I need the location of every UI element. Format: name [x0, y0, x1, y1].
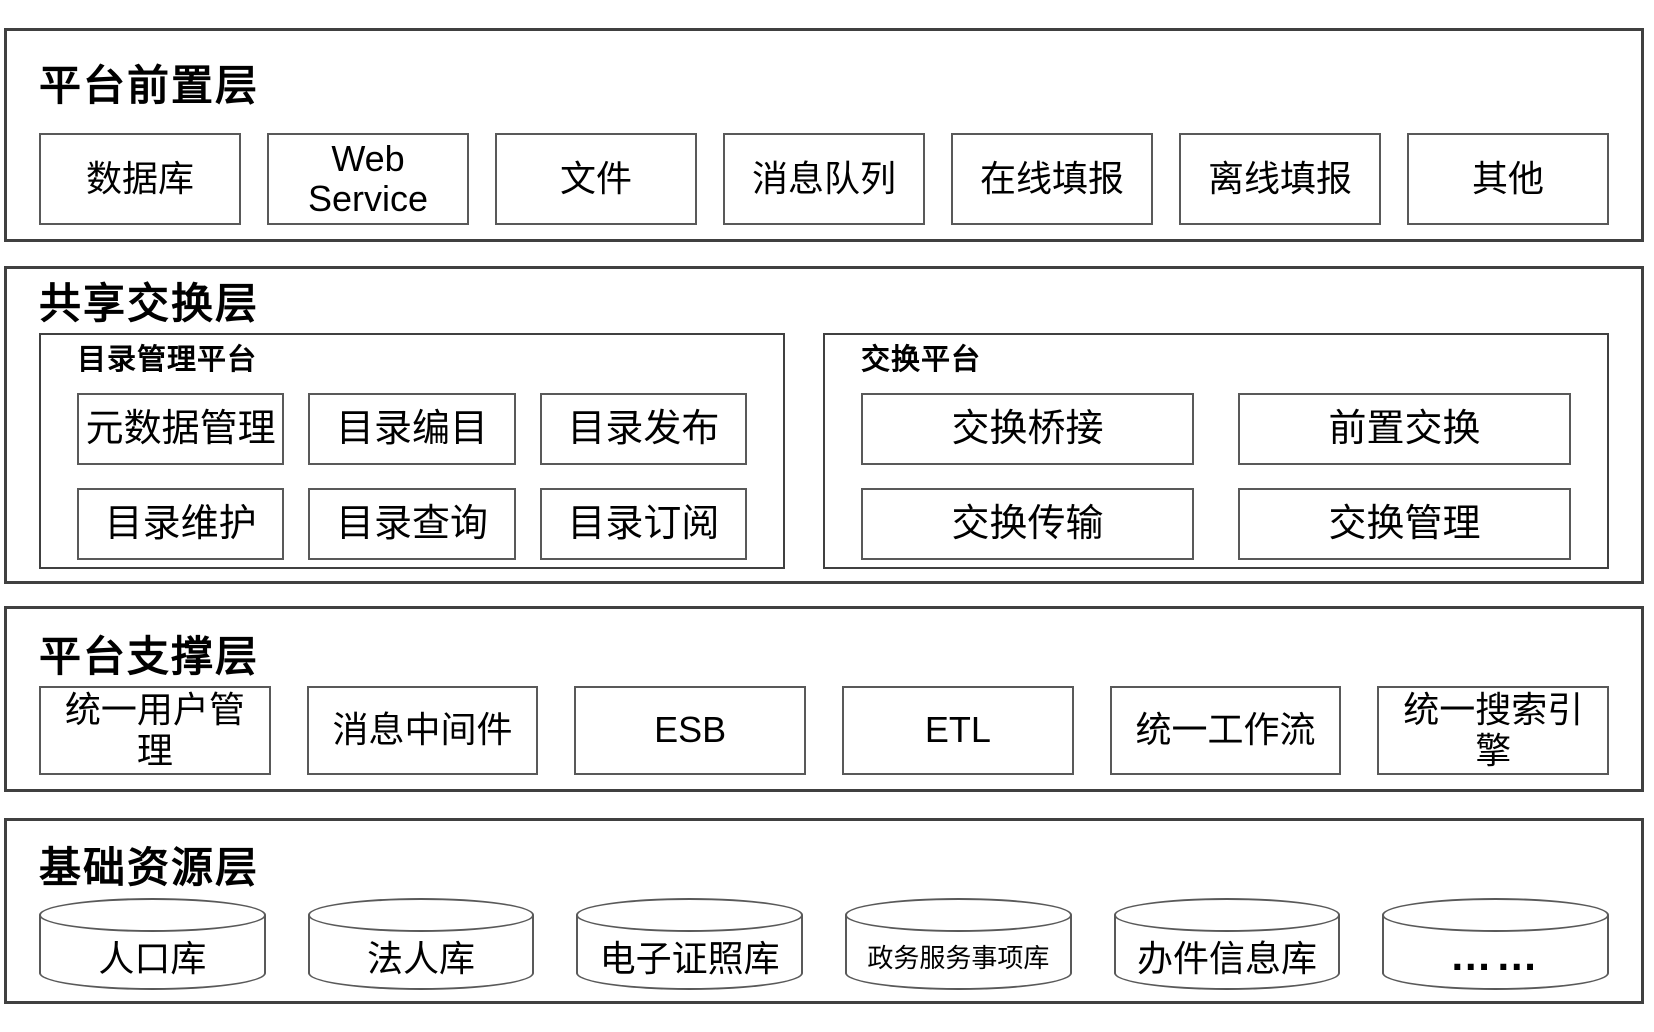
box-catalog-subscription: 目录订阅 — [539, 487, 747, 560]
layer-front-title: 平台前置层 — [39, 62, 260, 109]
panel-exchange-title: 交换平台 — [861, 344, 982, 376]
box-unified-search-engine: 统一搜索引擎 — [1377, 686, 1610, 775]
layer-resource: 基础资源层 人口库 法人库 电子证照库 政务服务事项库 — [4, 818, 1644, 1004]
box-message-middleware: 消息中间件 — [306, 686, 539, 775]
box-esb: ESB — [574, 686, 807, 775]
layer-resource-title: 基础资源层 — [39, 844, 260, 891]
panel-catalog-title: 目录管理平台 — [77, 344, 258, 376]
cylinder-label: 电子证照库 — [599, 938, 780, 979]
cylinder-label: 人口库 — [98, 938, 207, 979]
panel-catalog-management: 目录管理平台 元数据管理 目录编目 目录发布 目录维护 目录查询 目录订阅 — [39, 333, 785, 569]
layer-exchange-panels: 目录管理平台 元数据管理 目录编目 目录发布 目录维护 目录查询 目录订阅 交换… — [39, 333, 1609, 569]
layer-support: 平台支撑层 统一用户管理 消息中间件 ESB ETL 统一工作流 统一搜索引擎 — [4, 606, 1644, 792]
layer-front: 平台前置层 数据库 Web Service 文件 消息队列 在线填报 离线填报 … — [4, 28, 1644, 242]
box-catalog-maintenance: 目录维护 — [77, 487, 285, 560]
box-database: 数据库 — [39, 133, 241, 225]
box-file: 文件 — [495, 133, 697, 225]
cylinder-top-ellipse — [576, 898, 804, 932]
cylinder-label-ellipsis: …… — [1449, 932, 1542, 979]
layer-exchange: 共享交换层 目录管理平台 元数据管理 目录编目 目录发布 目录维护 目录查询 目… — [4, 266, 1644, 584]
box-web-service: Web Service — [267, 133, 469, 225]
cylinder-top-ellipse — [39, 898, 266, 932]
layer-support-box-row: 统一用户管理 消息中间件 ESB ETL 统一工作流 统一搜索引擎 — [39, 686, 1610, 775]
box-etl: ETL — [842, 686, 1074, 775]
cylinder-electronic-license-db: 电子证照库 — [576, 898, 804, 990]
box-metadata-management: 元数据管理 — [77, 392, 285, 465]
cylinder-top-ellipse — [307, 898, 535, 932]
cylinder-label: 办件信息库 — [1137, 938, 1318, 979]
box-exchange-bridge: 交换桥接 — [861, 392, 1194, 465]
box-other: 其他 — [1407, 133, 1609, 225]
layer-front-box-row: 数据库 Web Service 文件 消息队列 在线填报 离线填报 其他 — [39, 133, 1609, 225]
cylinder-government-service-item-db: 政务服务事项库 — [845, 898, 1072, 990]
box-offline-reporting: 离线填报 — [1179, 133, 1381, 225]
cylinder-label: 政务服务事项库 — [867, 942, 1050, 973]
box-catalog-compilation: 目录编目 — [308, 392, 516, 465]
panel-exchange-platform: 交换平台 交换桥接 前置交换 交换传输 交换管理 — [823, 333, 1609, 569]
box-catalog-publish: 目录发布 — [539, 392, 747, 465]
layer-support-title: 平台支撑层 — [39, 633, 260, 680]
box-unified-workflow: 统一工作流 — [1109, 686, 1342, 775]
cylinder-population-db: 人口库 — [39, 898, 266, 990]
cylinder-label: 法人库 — [367, 938, 476, 979]
cylinder-top-ellipse — [1382, 898, 1610, 932]
panel-catalog-grid: 元数据管理 目录编目 目录发布 目录维护 目录查询 目录订阅 — [77, 392, 747, 560]
panel-exchange-grid: 交换桥接 前置交换 交换传输 交换管理 — [861, 392, 1571, 560]
box-front-exchange: 前置交换 — [1238, 392, 1571, 465]
layer-exchange-title: 共享交换层 — [39, 280, 260, 327]
box-message-queue: 消息队列 — [723, 133, 925, 225]
cylinder-top-ellipse — [845, 898, 1072, 932]
layer-resource-cylinder-row: 人口库 法人库 电子证照库 政务服务事项库 办件信息库 — [39, 898, 1610, 990]
cylinder-other-db: …… — [1382, 898, 1610, 990]
box-online-reporting: 在线填报 — [951, 133, 1153, 225]
box-exchange-management: 交换管理 — [1238, 487, 1571, 560]
cylinder-top-ellipse — [1113, 898, 1341, 932]
cylinder-legal-entity-db: 法人库 — [307, 898, 535, 990]
box-unified-user-management: 统一用户管理 — [39, 686, 271, 775]
cylinder-case-info-db: 办件信息库 — [1113, 898, 1341, 990]
box-catalog-query: 目录查询 — [308, 487, 516, 560]
box-exchange-transmission: 交换传输 — [861, 487, 1194, 560]
